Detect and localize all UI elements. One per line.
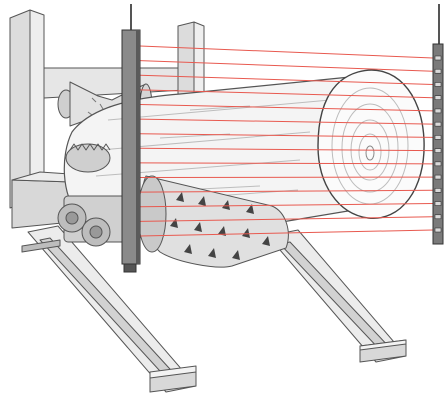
emitter-foot xyxy=(123,263,137,273)
receiver-lens xyxy=(434,214,442,220)
gear-teeth-icon xyxy=(69,143,111,151)
receiver-lens xyxy=(434,188,442,193)
rail-i-beams xyxy=(21,225,407,393)
light-curtain-receiver xyxy=(432,4,444,245)
laser-beam xyxy=(139,118,434,125)
laser-beam xyxy=(139,203,434,208)
chain-sprocket xyxy=(65,143,111,173)
roller-spikes xyxy=(170,192,270,260)
laser-beam xyxy=(139,216,434,222)
receiver-bar xyxy=(432,43,444,245)
laser-beam xyxy=(139,45,434,59)
receiver-lens xyxy=(434,201,442,206)
log-pith xyxy=(365,145,375,161)
light-curtain-emitter xyxy=(121,4,141,273)
laser-beam xyxy=(139,89,434,99)
laser-beam xyxy=(139,162,434,165)
receiver-lens xyxy=(434,68,442,74)
log-ring xyxy=(358,133,382,171)
frame-left-post-side xyxy=(29,9,45,201)
receiver-lens xyxy=(434,161,442,167)
laser-beam xyxy=(139,229,434,237)
log-end xyxy=(317,69,425,219)
laser-beam xyxy=(139,189,434,193)
spiked-feed-roller xyxy=(137,175,289,268)
rail-right xyxy=(267,229,407,363)
receiver-lens xyxy=(434,121,442,127)
laser-beam xyxy=(139,147,434,152)
rail-left xyxy=(21,225,197,393)
log-ring xyxy=(341,103,399,193)
laser-beam xyxy=(139,133,434,138)
receiver-lens xyxy=(434,55,442,61)
receiver-lens xyxy=(434,227,442,233)
receiver-lens xyxy=(434,108,442,114)
receiver-lenses xyxy=(434,55,442,233)
receiver-lens xyxy=(434,82,442,87)
receiver-lens xyxy=(434,95,442,100)
laser-beam xyxy=(139,60,434,72)
receiver-lens xyxy=(434,174,442,180)
drive-gearbox xyxy=(57,143,135,247)
laser-beam xyxy=(139,74,434,85)
laser-beam xyxy=(139,103,434,112)
laser-beams xyxy=(139,45,434,237)
receiver-lens xyxy=(434,135,442,140)
roller-end xyxy=(137,175,167,253)
receiver-lens xyxy=(434,148,442,153)
